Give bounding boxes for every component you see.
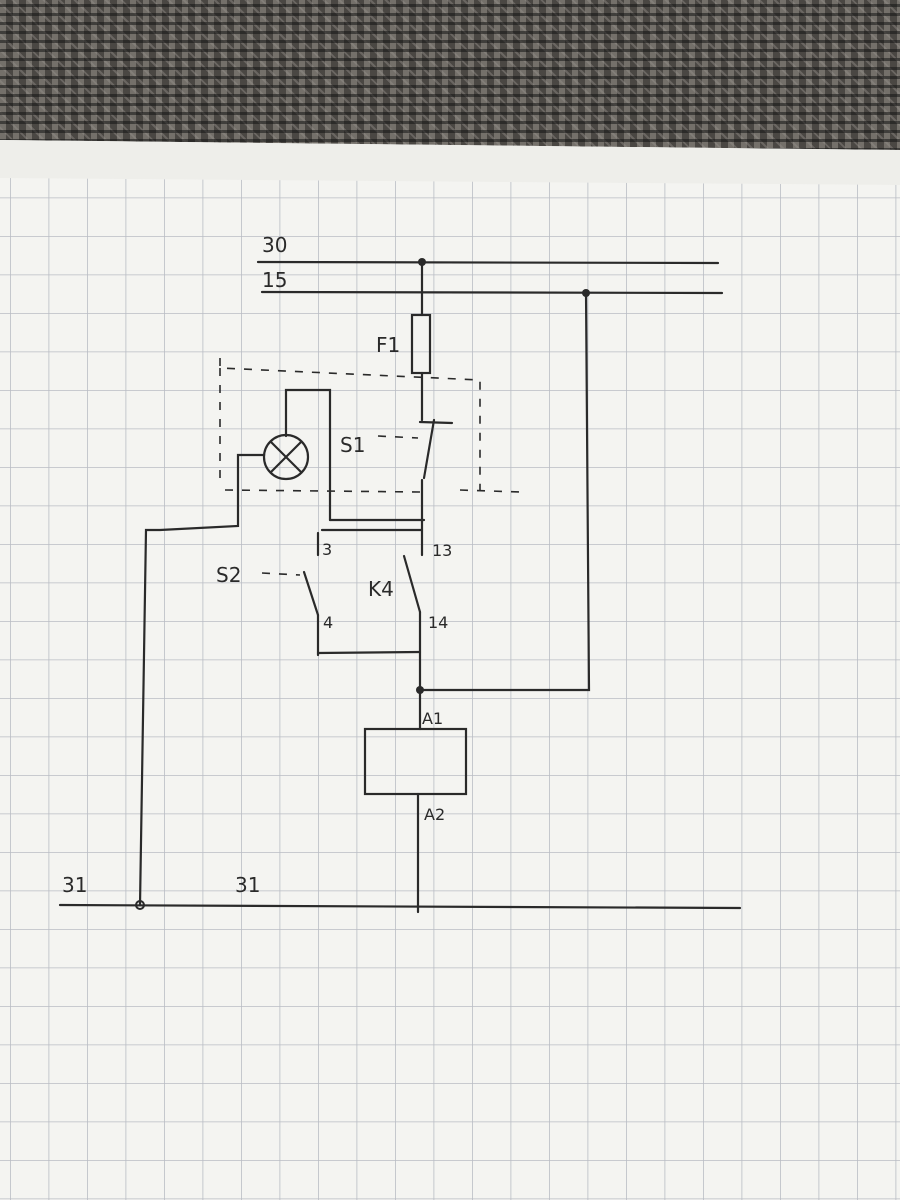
label-fuse-f1: F1 (376, 333, 400, 357)
label-rail-31-left: 31 (62, 873, 87, 897)
s2-link (261, 572, 301, 576)
junction-dots (135, 258, 590, 910)
wire-rail15-return (418, 291, 591, 692)
wiring (58, 260, 742, 914)
junction-rail15 (582, 289, 590, 297)
relay-k4-blade (402, 554, 422, 614)
label-contact-13: 13 (432, 541, 452, 560)
junction-rail30 (418, 258, 426, 266)
wire-lamp-top (284, 388, 332, 522)
junction-coil (416, 686, 424, 694)
lamp-circle (262, 433, 310, 481)
label-rail-31-right: 31 (235, 873, 260, 897)
contact-bar-bottom (316, 650, 422, 655)
label-contact-3: 3 (322, 540, 332, 559)
label-rail-30: 30 (262, 233, 287, 257)
rail-31 (58, 903, 742, 910)
label-contact-4: 4 (323, 613, 333, 632)
relay-coil (363, 727, 468, 796)
switch-s1-cap (418, 420, 454, 425)
label-contact-14: 14 (428, 613, 448, 632)
rail-30 (256, 260, 720, 265)
junction-rail31 (135, 900, 145, 910)
label-coil-a1: A1 (422, 709, 443, 728)
s1-link (377, 435, 419, 439)
rail-15 (260, 290, 724, 295)
label-switch-s1: S1 (340, 433, 365, 457)
mechanical-links (219, 358, 521, 576)
wire-lamp-to-31 (138, 453, 266, 907)
label-relay-k4: K4 (368, 577, 394, 601)
label-rail-15: 15 (262, 268, 287, 292)
label-coil-a2: A2 (424, 805, 445, 824)
paper-margin (0, 140, 900, 185)
labels: 30 15 F1 S1 S2 K4 3 13 4 14 A1 A2 31 31 (62, 233, 452, 897)
switch-s2-blade (302, 570, 320, 617)
switch-s1-blade (422, 418, 436, 480)
label-switch-s2: S2 (216, 563, 241, 587)
fabric-background (0, 0, 900, 160)
